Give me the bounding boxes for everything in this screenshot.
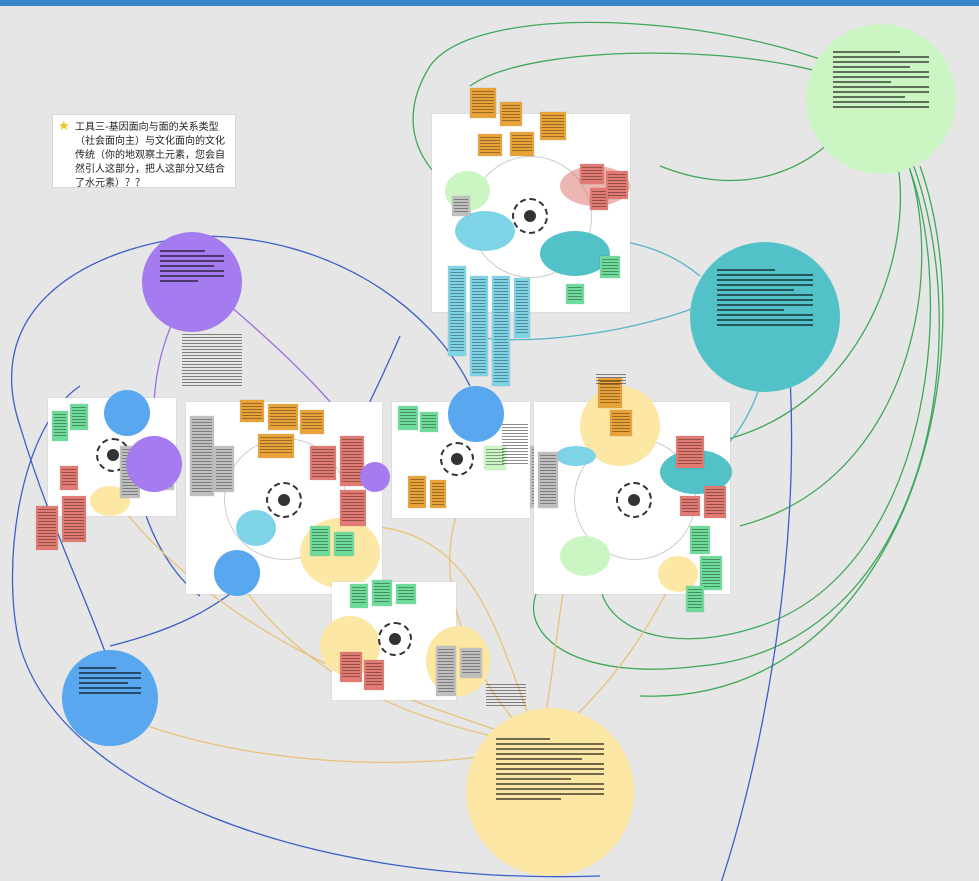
mindmap-hub-bottom[interactable] (378, 622, 412, 656)
cluster-blob (236, 510, 276, 546)
mindmap-hub-right[interactable] (616, 482, 652, 518)
sticky-note[interactable] (580, 164, 604, 184)
sticky-note[interactable] (258, 434, 294, 458)
sticky-note[interactable] (70, 404, 88, 430)
sticky-note[interactable] (598, 378, 622, 408)
bubble-purple-small[interactable] (126, 436, 182, 492)
link-green-4 (532, 155, 940, 670)
bubble-text-block (79, 667, 141, 728)
sticky-note[interactable] (514, 278, 530, 338)
sticky-note[interactable] (566, 284, 584, 304)
sticky-note[interactable] (510, 132, 534, 156)
bubble-purple-tiny[interactable] (360, 462, 390, 492)
bubble-text-block (160, 250, 224, 314)
sticky-note[interactable] (214, 446, 234, 492)
link-green-6 (739, 135, 923, 527)
sticky-note[interactable] (700, 556, 722, 590)
sticky-note[interactable] (300, 410, 324, 434)
sticky-note[interactable] (470, 88, 496, 118)
bubble-yellow-large[interactable] (466, 708, 634, 876)
sticky-note[interactable] (538, 452, 558, 508)
star-icon: ★ (58, 119, 70, 134)
sticky-note[interactable] (540, 112, 566, 140)
bubble-green-large[interactable] (806, 24, 956, 174)
sticky-note[interactable] (470, 276, 488, 376)
sticky-note[interactable] (340, 652, 362, 682)
sticky-note[interactable] (448, 266, 466, 356)
bubble-text-block (833, 51, 929, 147)
sticky-note[interactable] (408, 476, 426, 508)
sticky-note[interactable] (492, 276, 510, 386)
sticky-note[interactable] (36, 506, 58, 550)
sticky-note[interactable] (452, 196, 470, 216)
question-note-text: 工具三-基因面向与面的关系类型（社会面向主）与文化面向的文化传统（你的地观察土元… (75, 122, 225, 189)
sticky-note[interactable] (600, 256, 620, 278)
sticky-note[interactable] (686, 586, 704, 612)
sticky-note[interactable] (500, 102, 522, 126)
annotation-text (182, 334, 242, 388)
sticky-note[interactable] (190, 416, 214, 496)
link-green-3 (599, 145, 932, 640)
sticky-note[interactable] (690, 526, 710, 554)
sticky-note[interactable] (606, 171, 628, 199)
sticky-note[interactable] (610, 410, 632, 436)
sticky-note[interactable] (334, 532, 354, 556)
sticky-note[interactable] (676, 436, 704, 468)
sticky-note[interactable] (340, 490, 366, 526)
sticky-note[interactable] (240, 400, 264, 422)
sticky-note[interactable] (396, 584, 416, 604)
link-blue-1 (10, 235, 201, 667)
sticky-note[interactable] (310, 446, 336, 480)
mindmap-hub-midleft[interactable] (266, 482, 302, 518)
sticky-note[interactable] (704, 486, 726, 518)
cluster-blob (556, 446, 596, 466)
sticky-note[interactable] (420, 412, 438, 432)
sticky-note[interactable] (60, 466, 78, 490)
sticky-note[interactable] (310, 526, 330, 556)
top-window-bar (0, 0, 979, 6)
link-blue-5 (720, 375, 793, 881)
bubble-text-block (496, 738, 604, 846)
link-blue-3 (11, 385, 601, 878)
question-note[interactable]: ★ 工具三-基因面向与面的关系类型（社会面向主）与文化面向的文化传统（你的地观察… (52, 114, 236, 189)
bubble-blue-center[interactable] (448, 386, 504, 442)
mindmap-hub-top[interactable] (512, 198, 548, 234)
sticky-note[interactable] (364, 660, 384, 690)
sticky-note[interactable] (350, 584, 368, 608)
cluster-blob (455, 211, 515, 251)
annotation-text (502, 424, 528, 464)
link-yellow-7 (359, 525, 541, 747)
bubble-purple-large[interactable] (142, 232, 242, 332)
sticky-note[interactable] (268, 404, 298, 430)
sticky-note[interactable] (372, 580, 392, 606)
bubble-teal-large[interactable] (690, 242, 840, 392)
sticky-note[interactable] (590, 188, 608, 210)
bubble-text-block (717, 269, 813, 365)
sticky-note[interactable] (436, 646, 456, 696)
link-green-5 (639, 165, 944, 697)
mindmap-hub-center[interactable] (440, 442, 474, 476)
bubble-blue-small[interactable] (104, 390, 150, 436)
bubble-blue-tiny[interactable] (214, 550, 260, 596)
sticky-note[interactable] (680, 496, 700, 516)
annotation-text (486, 684, 526, 708)
cluster-blob (560, 536, 610, 576)
bubble-blue-large[interactable] (62, 650, 158, 746)
sticky-note[interactable] (460, 648, 482, 678)
sticky-note[interactable] (52, 411, 68, 441)
sticky-note[interactable] (478, 134, 502, 156)
cluster-blob (540, 231, 610, 276)
link-teal-2 (469, 305, 701, 341)
annotation-text (596, 374, 626, 384)
sticky-note[interactable] (398, 406, 418, 430)
whiteboard-canvas[interactable]: ★ 工具三-基因面向与面的关系类型（社会面向主）与文化面向的文化传统（你的地观察… (0, 6, 979, 881)
sticky-note[interactable] (484, 446, 506, 470)
sticky-note[interactable] (62, 496, 86, 542)
sticky-note[interactable] (430, 480, 446, 508)
